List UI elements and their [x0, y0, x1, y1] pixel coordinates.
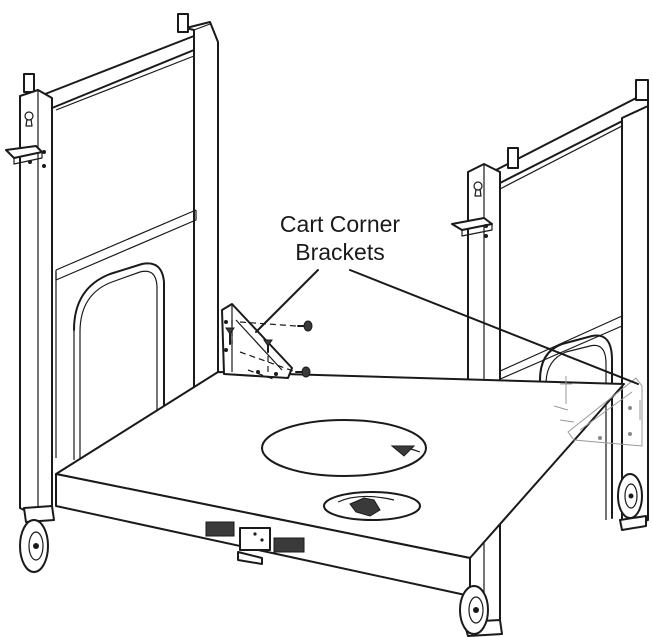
callout-line-1: Cart Corner: [279, 211, 401, 237]
right-corner-bracket-icon: [553, 376, 643, 447]
callout-leader-lines: [255, 269, 639, 385]
caster-wheel-icon: [19, 473, 647, 637]
callout-label: Cart Corner Brackets: [245, 210, 435, 266]
callout-line-2: Brackets: [295, 239, 385, 265]
left-corner-bracket-icon: [221, 303, 297, 381]
screw-icon: [225, 320, 313, 378]
front-left-post: [5, 89, 53, 517]
bottom-shelf: [55, 371, 625, 597]
left-side-panel: [23, 13, 219, 460]
